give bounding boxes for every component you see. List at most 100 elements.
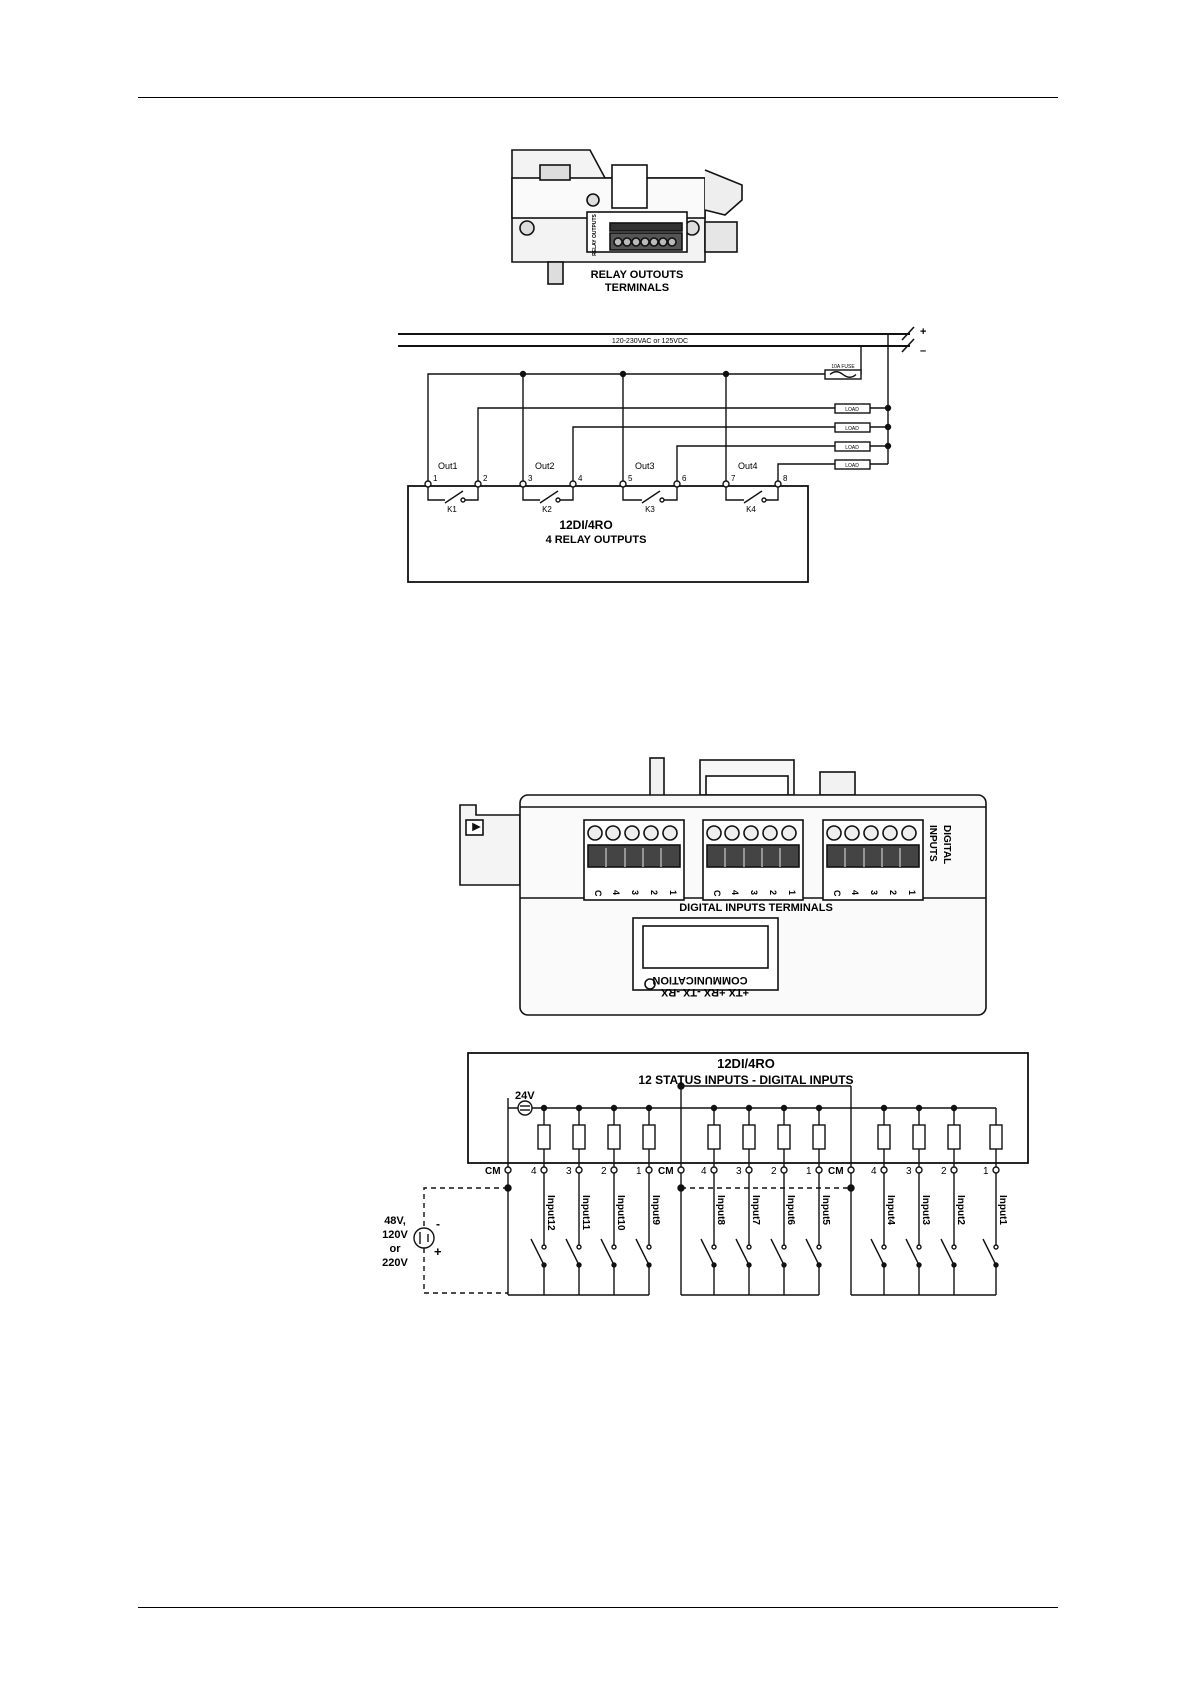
comm-label: COMMUNICATION bbox=[652, 974, 747, 986]
pin-num-2b: 2 bbox=[771, 1166, 777, 1177]
pin-4-2: 4 bbox=[730, 890, 740, 895]
load-2 bbox=[834, 422, 871, 433]
external-source-icon bbox=[413, 1227, 435, 1249]
source-voltage-line4: 220V bbox=[382, 1257, 408, 1269]
relay-label-k1: K1 bbox=[447, 505, 457, 514]
terminal-5: 5 bbox=[628, 474, 633, 483]
pin-1-3: 1 bbox=[907, 890, 917, 895]
pin-num-1b: 1 bbox=[806, 1166, 812, 1177]
relay-label-k4: K4 bbox=[746, 505, 756, 514]
pin-4-1: 4 bbox=[611, 890, 621, 895]
output-label-out2: Out2 bbox=[535, 461, 555, 471]
load-label-2: LOAD bbox=[845, 426, 859, 432]
pin-num-4c: 4 bbox=[871, 1166, 877, 1177]
di-module-subtitle: 12 STATUS INPUTS - DIGITAL INPUTS bbox=[638, 1073, 853, 1087]
load-4 bbox=[834, 459, 871, 470]
digital-inputs-side-line2: INPUTS bbox=[927, 825, 938, 862]
internal-24v-label: 24V bbox=[515, 1090, 535, 1102]
relay-label-k3: K3 bbox=[645, 505, 655, 514]
pin-num-4a: 4 bbox=[531, 1166, 537, 1177]
pin-num-3b: 3 bbox=[736, 1166, 742, 1177]
relay-module-box bbox=[407, 485, 809, 583]
cm-label-1: CM bbox=[485, 1166, 501, 1177]
supply-voltage-label: 120-230VAC or 125VDC bbox=[612, 338, 688, 345]
input6-label: Input6 bbox=[785, 1195, 796, 1225]
di-input-columns bbox=[537, 1104, 1003, 1167]
relay-module-subtitle: 4 RELAY OUTPUTS bbox=[546, 534, 647, 546]
relay-contact-k2 bbox=[519, 480, 577, 504]
di-photo-caption: DIGITAL INPUTS TERMINALS bbox=[679, 902, 833, 914]
pin-num-1a: 1 bbox=[636, 1166, 642, 1177]
input4-label: Input4 bbox=[885, 1195, 896, 1225]
header-rule bbox=[138, 97, 1058, 98]
relay-label-k2: K2 bbox=[542, 505, 552, 514]
di-pin-labels: C 4 3 2 1 C 4 3 2 1 C 4 3 2 1 bbox=[593, 890, 917, 897]
relay-photo-caption-line2: TERMINALS bbox=[605, 282, 669, 294]
relay-wiring-diagram bbox=[398, 326, 915, 583]
cm-label-3: CM bbox=[828, 1166, 844, 1177]
load-1 bbox=[834, 403, 871, 414]
supply-plus-label: + bbox=[920, 326, 926, 338]
pin-num-1c: 1 bbox=[983, 1166, 989, 1177]
relay-contact-k4 bbox=[722, 480, 782, 504]
relay-module-photo bbox=[511, 149, 743, 285]
pin-num-2a: 2 bbox=[601, 1166, 607, 1177]
input1-label: Input1 bbox=[997, 1195, 1008, 1225]
source-voltage-line2: 120V bbox=[382, 1229, 408, 1241]
input12-label: Input12 bbox=[545, 1195, 556, 1231]
pin-4-3: 4 bbox=[850, 890, 860, 895]
terminal-4: 4 bbox=[578, 474, 583, 483]
dc-source-24v-icon bbox=[517, 1100, 533, 1116]
di-terminal-block-3 bbox=[822, 819, 924, 901]
relay-photo-caption-line1: RELAY OUTOUTS bbox=[591, 269, 684, 281]
input11-label: Input11 bbox=[580, 1195, 591, 1230]
input10-label: Input10 bbox=[615, 1195, 626, 1231]
output-label-out4: Out4 bbox=[738, 461, 758, 471]
terminal-6: 6 bbox=[682, 474, 687, 483]
relay-contact-k3 bbox=[619, 480, 681, 504]
pin-3-3: 3 bbox=[869, 890, 879, 895]
source-voltage-line1: 48V, bbox=[384, 1215, 406, 1227]
input2-label: Input2 bbox=[955, 1195, 966, 1225]
relay-terminal-marking: RELAY OUTPUTS bbox=[592, 214, 598, 256]
pin-c-3: C bbox=[832, 890, 842, 897]
di-module-photo bbox=[459, 757, 987, 1016]
fuse-label: 10A FUSE bbox=[831, 364, 855, 370]
input3-label: Input3 bbox=[920, 1195, 931, 1225]
di-input-labels: Input12 Input11 Input10 Input9 Input8 In… bbox=[545, 1195, 1008, 1231]
terminal-2: 2 bbox=[483, 474, 488, 483]
input9-label: Input9 bbox=[650, 1195, 661, 1225]
terminal-3: 3 bbox=[528, 474, 533, 483]
output-label-out1: Out1 bbox=[438, 461, 458, 471]
pin-3-1: 3 bbox=[630, 890, 640, 895]
relay-contact-k1 bbox=[424, 480, 482, 504]
pin-c-2: C bbox=[712, 890, 722, 897]
footer-rule bbox=[138, 1607, 1058, 1608]
relay-terminal-block bbox=[609, 222, 683, 251]
pin-1-2: 1 bbox=[787, 890, 797, 895]
load-3 bbox=[834, 441, 871, 452]
input7-label: Input7 bbox=[750, 1195, 761, 1225]
load-label-1: LOAD bbox=[845, 407, 859, 413]
load-label-4: LOAD bbox=[845, 463, 859, 469]
di-pin-numbers: 4 3 2 1 4 3 2 1 4 3 2 1 bbox=[531, 1166, 989, 1177]
pin-num-4b: 4 bbox=[701, 1166, 707, 1177]
input8-label: Input8 bbox=[715, 1195, 726, 1225]
load-label-3: LOAD bbox=[845, 445, 859, 451]
di-module-title: 12DI/4RO bbox=[717, 1056, 775, 1071]
pin-1-1: 1 bbox=[668, 890, 678, 895]
output-label-out3: Out3 bbox=[635, 461, 655, 471]
terminal-8: 8 bbox=[783, 474, 788, 483]
source-minus: - bbox=[436, 1217, 440, 1231]
comm-pins: +TX +RX -TX -RX bbox=[660, 986, 749, 998]
digital-inputs-side-line1: DIGITAL bbox=[941, 825, 952, 864]
pin-2-2: 2 bbox=[768, 890, 778, 895]
cm-label-2: CM bbox=[658, 1166, 674, 1177]
relay-module-title: 12DI/4RO bbox=[559, 518, 612, 532]
terminal-1: 1 bbox=[433, 474, 438, 483]
input5-label: Input5 bbox=[820, 1195, 831, 1225]
pin-2-3: 2 bbox=[888, 890, 898, 895]
di-wiring-diagram bbox=[413, 1052, 1029, 1296]
di-terminal-block-2 bbox=[702, 819, 804, 901]
